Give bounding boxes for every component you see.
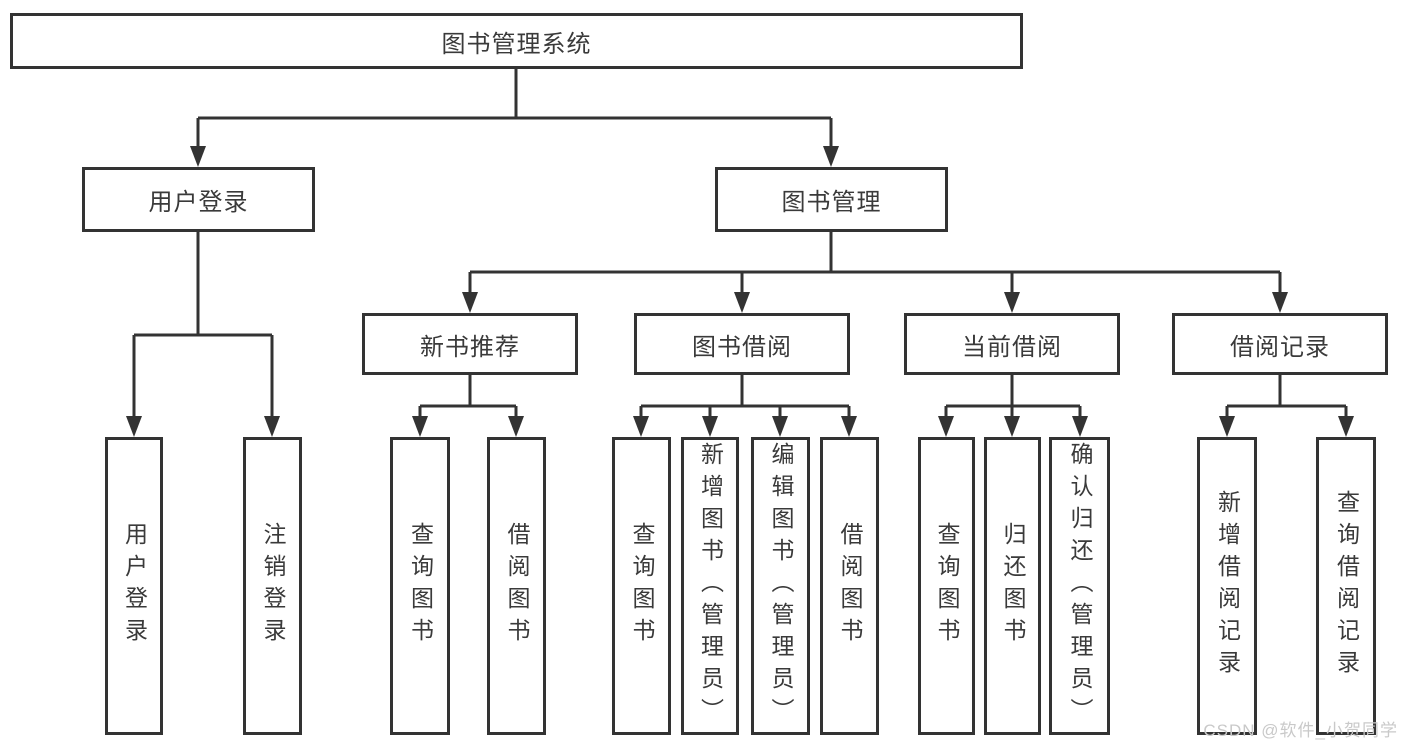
leaf-borrow-books: 借阅图书 [820,437,879,735]
node-book-borrow-label: 图书借阅 [692,333,792,361]
leaf-edit-book-admin: 编辑图书（管理员） [751,437,810,735]
leaf-query-books-borrow-label: 查询图书 [629,522,655,650]
node-borrow-records: 借阅记录 [1172,313,1388,375]
leaf-return-book-label: 归还图书 [1000,522,1026,650]
node-borrow-records-label: 借阅记录 [1230,333,1330,361]
leaf-query-books-borrow: 查询图书 [612,437,671,735]
leaf-add-book-admin: 新增图书（管理员） [681,437,739,735]
leaf-edit-book-admin-label: 编辑图书（管理员） [768,442,794,730]
node-new-book-recommend: 新书推荐 [362,313,578,375]
node-book-management: 图书管理 [715,167,948,232]
leaf-query-borrow-record-label: 查询借阅记录 [1333,490,1360,682]
leaf-logout-label: 注销登录 [260,522,286,650]
node-user-login: 用户登录 [82,167,315,232]
leaf-borrow-books-recommend-label: 借阅图书 [504,522,530,650]
node-library-system-label: 图书管理系统 [441,30,592,58]
leaf-borrow-books-label: 借阅图书 [837,522,863,650]
node-current-borrow: 当前借阅 [904,313,1120,375]
leaf-user-login: 用户登录 [105,437,163,735]
leaf-query-books-recommend-label: 查询图书 [407,522,434,650]
leaf-add-book-admin-label: 新增图书（管理员） [697,442,724,730]
leaf-return-book: 归还图书 [984,437,1041,735]
watermark: CSDN @软件_小贺同学 [1203,721,1398,740]
leaf-logout: 注销登录 [243,437,302,735]
leaf-add-borrow-record-label: 新增借阅记录 [1214,490,1241,682]
node-user-login-label: 用户登录 [148,189,249,216]
leaf-query-books-current: 查询图书 [918,437,975,735]
leaf-query-books-current-label: 查询图书 [934,522,960,650]
node-current-borrow-label: 当前借阅 [962,333,1062,361]
leaf-confirm-return-admin: 确认归还（管理员） [1049,437,1110,735]
leaf-query-books-recommend: 查询图书 [390,437,450,735]
node-book-management-label: 图书管理 [781,189,882,216]
leaf-query-borrow-record: 查询借阅记录 [1316,437,1376,735]
leaf-user-login-label: 用户登录 [121,522,148,650]
node-library-system: 图书管理系统 [10,13,1023,69]
leaf-confirm-return-admin-label: 确认归还（管理员） [1067,442,1093,730]
leaf-add-borrow-record: 新增借阅记录 [1197,437,1257,735]
leaf-borrow-books-recommend: 借阅图书 [487,437,546,735]
node-new-book-recommend-label: 新书推荐 [420,333,520,361]
node-book-borrow: 图书借阅 [634,313,850,375]
